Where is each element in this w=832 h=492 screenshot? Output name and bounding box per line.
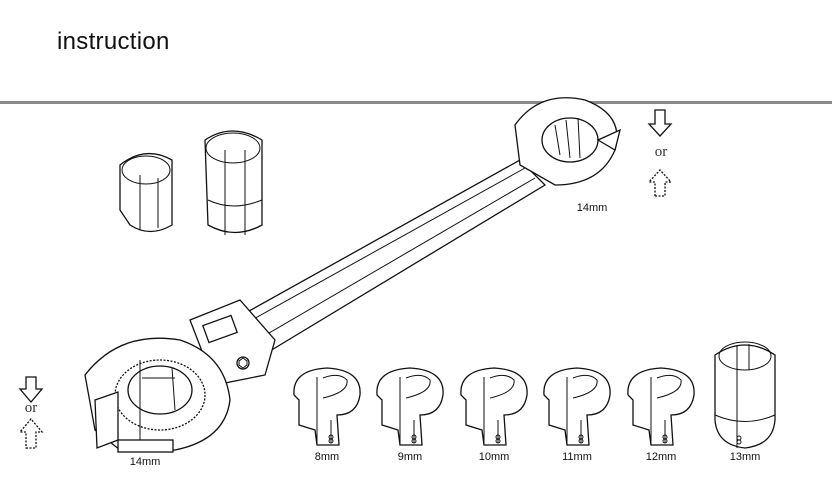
left-or-text: or — [24, 400, 38, 416]
socket-size-label: 9mm — [397, 451, 423, 463]
socket-size-label: 8mm — [314, 451, 340, 463]
socket-row — [293, 341, 776, 449]
down-arrow-icon — [18, 376, 44, 404]
socket-size-label: 12mm — [645, 451, 677, 463]
socket-10mm — [460, 367, 528, 446]
socket-11mm — [543, 367, 611, 446]
title-divider — [0, 101, 832, 104]
socket-8mm — [293, 367, 361, 446]
top-or-text: or — [654, 144, 668, 160]
ratchet-head-size-label: 14mm — [129, 456, 161, 468]
ratchet-head — [84, 337, 231, 453]
down-arrow-icon — [647, 109, 673, 137]
socket-9mm — [376, 367, 444, 446]
flare-nut-head — [514, 97, 621, 186]
top-head-size-label: 14mm — [576, 202, 608, 214]
socket-size-label: 13mm — [729, 451, 761, 463]
socket-13mm — [714, 341, 776, 449]
up-arrow-icon — [647, 169, 673, 197]
socket-12mm — [627, 367, 695, 446]
up-arrow-icon — [18, 417, 44, 449]
socket-size-label: 11mm — [562, 451, 592, 463]
insert-tall — [204, 130, 263, 235]
socket-size-label: 10mm — [478, 451, 510, 463]
page-title: instruction — [57, 28, 170, 55]
insert-open — [119, 153, 173, 233]
